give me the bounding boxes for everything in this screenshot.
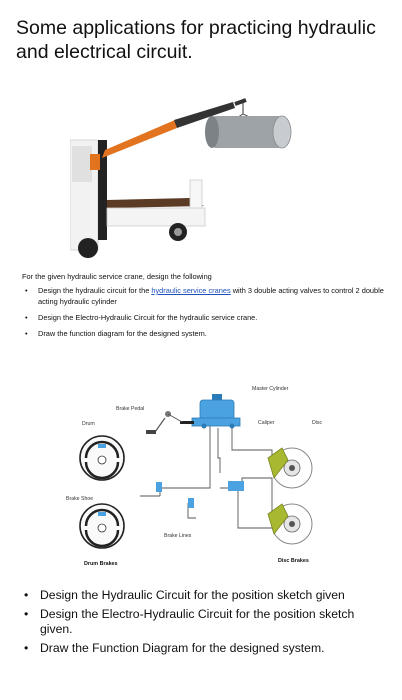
- bullet-text: Design the hydraulic circuit for the: [38, 286, 152, 295]
- brake-shoe-label: Brake Shoe: [66, 496, 93, 502]
- list-item: • Design the hydraulic circuit for the h…: [22, 285, 392, 307]
- list-item: • Draw the function diagram for the desi…: [22, 328, 392, 339]
- list-item: • Draw the Function Diagram for the desi…: [24, 641, 390, 657]
- bullet-glyph: •: [25, 329, 28, 338]
- bullet-glyph: •: [24, 606, 29, 621]
- crane-task-list: • Design the hydraulic circuit for the h…: [22, 285, 392, 344]
- brake-lines-path: [140, 423, 273, 529]
- hydraulic-crane-image: [70, 98, 292, 258]
- brake-pedal-label: Brake Pedal: [116, 406, 144, 412]
- bullet-glyph: •: [25, 313, 28, 322]
- drum-brakes-label: Drum Brakes: [84, 561, 118, 567]
- bullet-glyph: •: [25, 286, 28, 295]
- drum-label: Drum: [82, 421, 95, 427]
- bullet-text: with 3 double acting valves to control 2…: [38, 286, 384, 306]
- disc-brake-bottom: [267, 503, 313, 545]
- list-item: • Design the Electro-Hydraulic Circuit f…: [22, 312, 392, 323]
- bullet-text: Design the Electro-Hydraulic Circuit for…: [38, 313, 258, 322]
- bullet-glyph: •: [24, 588, 29, 602]
- master-cylinder: [191, 394, 241, 429]
- drum-brake-top: [79, 435, 125, 481]
- bullet-text: Draw the Function Diagram for the design…: [40, 640, 325, 655]
- bullet-glyph: •: [24, 640, 29, 655]
- brake-lines-label: Brake Lines: [164, 533, 192, 539]
- crane-intro: For the given hydraulic service crane, d…: [22, 272, 212, 281]
- page-title: Some applications for practicing hydraul…: [16, 17, 376, 63]
- list-item: • Design the Hydraulic Circuit for the p…: [24, 588, 390, 604]
- caliper-label: Caliper: [258, 420, 275, 426]
- master-cylinder-label: Master Cylinder: [252, 386, 289, 392]
- brake-system-diagram: Master Cylinder Brake Pedal Drum Caliper…: [66, 386, 322, 567]
- bullet-text: Draw the function diagram for the design…: [38, 329, 207, 338]
- hydraulic-service-cranes-link[interactable]: hydraulic service cranes: [151, 286, 231, 295]
- disc-brake-top: [267, 447, 313, 489]
- bullet-text: Design the Hydraulic Circuit for the pos…: [40, 588, 345, 602]
- position-task-list: • Design the Hydraulic Circuit for the p…: [24, 588, 390, 659]
- drum-brake-bottom: [79, 503, 125, 549]
- disc-brakes-label: Disc Brakes: [278, 558, 309, 564]
- bullet-text: Design the Electro-Hydraulic Circuit for…: [40, 606, 355, 637]
- list-item: • Design the Electro-Hydraulic Circuit f…: [24, 607, 390, 638]
- disc-label: Disc: [312, 420, 322, 426]
